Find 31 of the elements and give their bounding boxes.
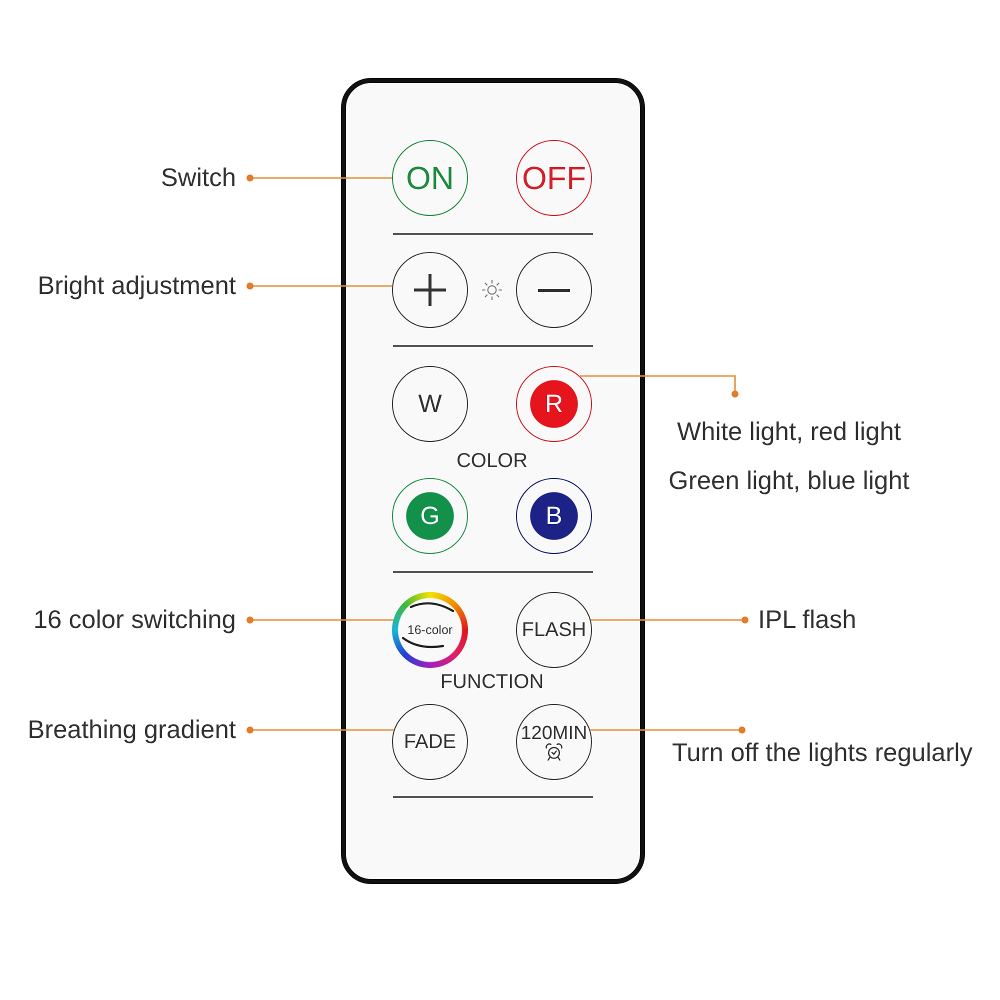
callout-text: Bright adjustment: [38, 271, 250, 301]
remote-button: ON: [392, 140, 468, 216]
remote-control-body: [341, 78, 645, 884]
leader-line: [246, 174, 392, 182]
remote-button: B: [516, 478, 592, 554]
remote-button: G: [392, 478, 468, 554]
button-label: 120MIN: [520, 724, 588, 742]
leader-line: [246, 726, 394, 734]
leader-line: [590, 726, 746, 734]
leader-line: [246, 282, 392, 290]
callout-text: Turn off the lights regularly: [672, 730, 972, 768]
remote-button: FADE: [392, 704, 468, 780]
section-label: FUNCTION: [440, 671, 544, 693]
remote-button: R: [516, 366, 592, 442]
remote-button: [516, 252, 592, 328]
button-label: 16-color: [407, 624, 453, 636]
callout-text: Switch: [160, 163, 250, 193]
remote-button: OFF: [516, 140, 592, 216]
callout-text: Green light, blue light: [668, 466, 910, 496]
callout-text: White light, red light: [677, 417, 901, 447]
callout-text: 16 color switching: [33, 605, 250, 635]
remote-button: [392, 252, 468, 328]
callout-text: Breathing gradient: [28, 715, 250, 745]
remote-button: FLASH: [516, 592, 592, 668]
remote-button: W: [392, 366, 468, 442]
callout-text: IPL flash: [745, 605, 856, 635]
leader-line: [590, 616, 748, 624]
leader-line: [246, 616, 394, 624]
section-label: COLOR: [456, 450, 528, 472]
leader-line: [580, 375, 738, 398]
remote-button: [516, 704, 592, 780]
